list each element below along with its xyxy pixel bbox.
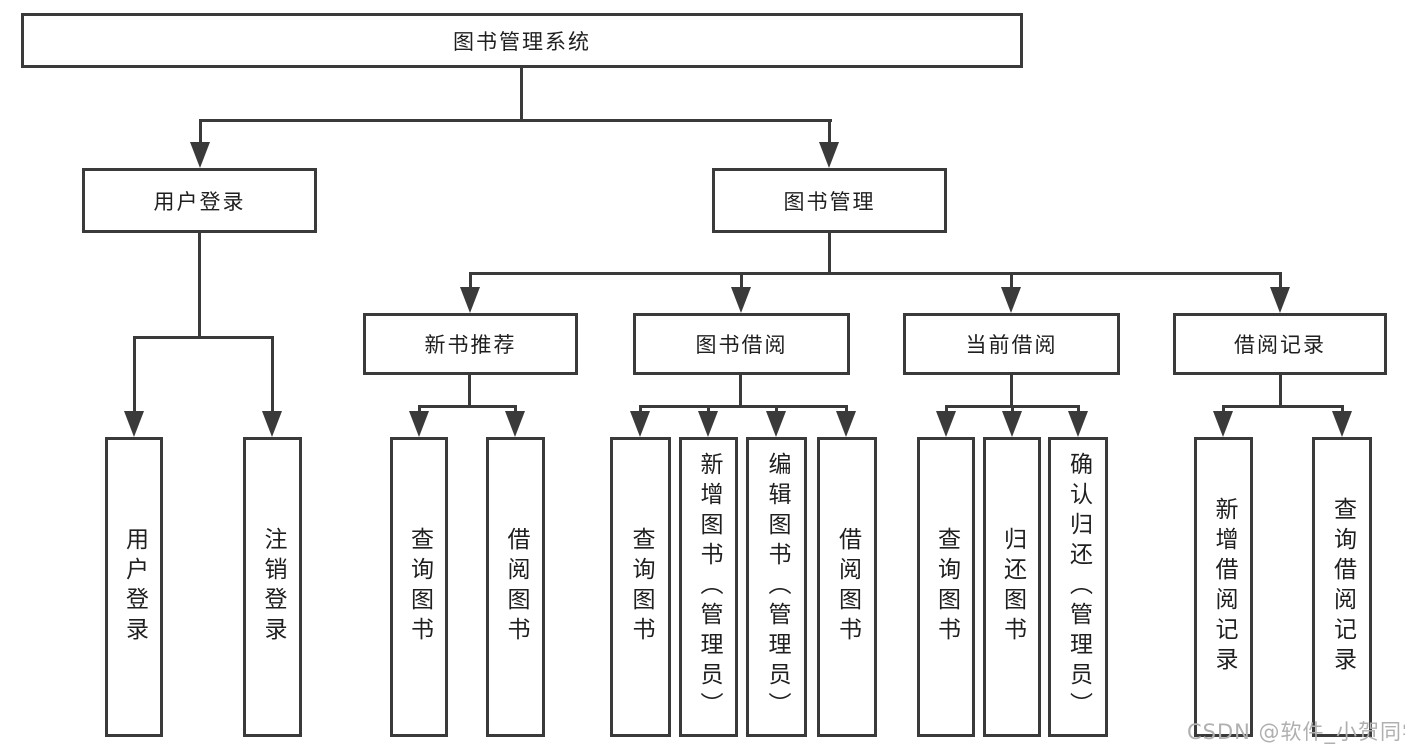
connector-book-borrow-stub xyxy=(739,375,742,408)
node-new-book-recommend: 新书推荐 xyxy=(363,313,578,375)
leaf-cb-return-books: 归还图书 xyxy=(983,437,1041,737)
connector-shaft xyxy=(845,405,848,415)
connector-shaft xyxy=(1279,275,1282,291)
leaf-bb-query-books: 查询图书 xyxy=(610,437,671,737)
arrowhead-to-leaf xyxy=(1213,411,1233,437)
connector-shaft xyxy=(1077,405,1080,415)
connector-shaft xyxy=(1222,405,1225,415)
arrowhead-to-leaf-user-login xyxy=(124,411,144,437)
leaf-nbr-borrow-books: 借阅图书 xyxy=(486,437,545,737)
node-current-borrow: 当前借阅 xyxy=(903,313,1120,375)
csdn-watermark: CSDN @软件_小贺同学 xyxy=(1187,720,1405,744)
leaf-br-query-record: 查询借阅记录 xyxy=(1312,437,1372,737)
connector-new-book-stub xyxy=(468,375,471,408)
arrowhead-to-leaf xyxy=(505,411,525,437)
connector-root-stub xyxy=(520,68,523,121)
arrowhead-to-leaf xyxy=(1002,411,1022,437)
arrowhead-to-new-book-recommend xyxy=(460,287,480,313)
arrowhead-to-leaf xyxy=(630,411,650,437)
connector-shaft xyxy=(514,405,517,415)
connector-new-book-rail xyxy=(418,405,517,408)
connector-borrow-records-stub xyxy=(1279,375,1282,408)
leaf-bb-borrow-books: 借阅图书 xyxy=(817,437,877,737)
arrowhead-to-leaf xyxy=(698,411,718,437)
arrowhead-to-book-management xyxy=(819,142,839,168)
leaf-cb-confirm-return-admin: 确认归还（管理员） xyxy=(1048,437,1108,737)
arrowhead-to-leaf xyxy=(1332,411,1352,437)
connector-shaft xyxy=(133,339,136,415)
leaf-logout: 注销登录 xyxy=(243,437,302,737)
connector-user-login-rail xyxy=(133,336,274,339)
arrowhead-to-current-borrow xyxy=(1001,287,1021,313)
connector-shaft xyxy=(418,405,421,415)
connector-book-borrow-rail xyxy=(639,405,847,408)
connector-shaft xyxy=(707,405,710,415)
connector-shaft xyxy=(740,275,743,291)
arrowhead-to-leaf xyxy=(936,411,956,437)
connector-shaft xyxy=(271,339,274,415)
connector-shaft xyxy=(1341,405,1344,415)
leaf-bb-edit-books-admin: 编辑图书（管理员） xyxy=(746,437,807,737)
arrowhead-to-book-borrow xyxy=(731,287,751,313)
node-root: 图书管理系统 xyxy=(21,13,1023,68)
connector-user-login-stub xyxy=(198,233,201,339)
arrowhead-to-user-login xyxy=(190,142,210,168)
node-user-login: 用户登录 xyxy=(82,168,317,233)
leaf-bb-add-books-admin: 新增图书（管理员） xyxy=(679,437,738,737)
connector-book-mgmt-stub xyxy=(828,233,831,275)
connector-shaft xyxy=(945,405,948,415)
connector-shaft xyxy=(775,405,778,415)
connector-level1-rail xyxy=(199,119,832,122)
connector-level2-rail xyxy=(469,272,1282,275)
arrowhead-to-leaf xyxy=(409,411,429,437)
node-book-borrow: 图书借阅 xyxy=(633,313,850,375)
arrowhead-to-leaf xyxy=(766,411,786,437)
arrowhead-to-leaf xyxy=(1068,411,1088,437)
connector-current-borrow-stub xyxy=(1010,375,1013,408)
node-book-management: 图书管理 xyxy=(712,168,947,233)
connector-shaft xyxy=(828,122,831,148)
leaf-cb-query-books: 查询图书 xyxy=(917,437,975,737)
connector-shaft xyxy=(1011,405,1014,415)
leaf-user-login: 用户登录 xyxy=(105,437,163,737)
connector-shaft xyxy=(639,405,642,415)
connector-borrow-records-rail xyxy=(1222,405,1343,408)
connector-shaft xyxy=(199,122,202,148)
connector-shaft xyxy=(469,275,472,291)
connector-shaft xyxy=(1010,275,1013,291)
node-borrow-records: 借阅记录 xyxy=(1173,313,1387,375)
arrowhead-to-borrow-records xyxy=(1270,287,1290,313)
arrowhead-to-leaf xyxy=(836,411,856,437)
leaf-br-add-record: 新增借阅记录 xyxy=(1194,437,1253,737)
arrowhead-to-leaf-logout xyxy=(262,411,282,437)
leaf-nbr-query-books: 查询图书 xyxy=(390,437,448,737)
